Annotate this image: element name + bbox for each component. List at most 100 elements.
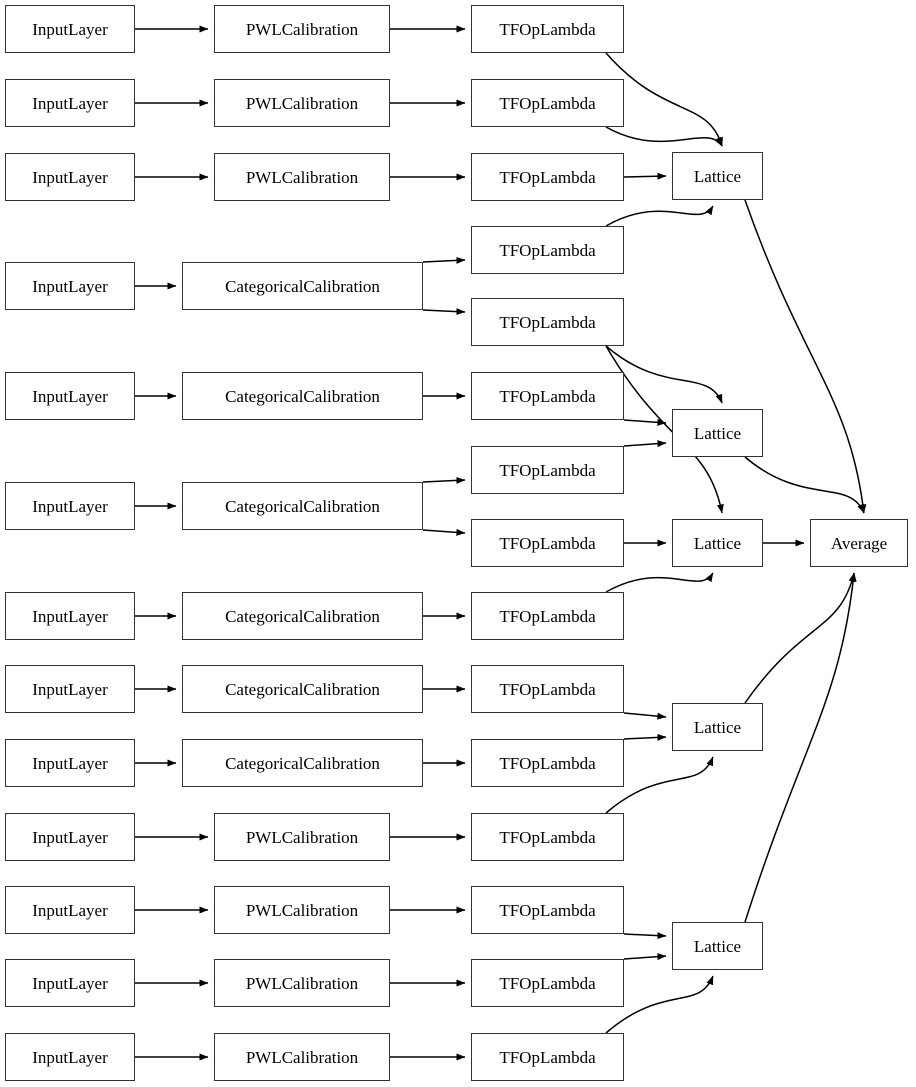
node-label: PWLCalibration <box>245 973 359 993</box>
node-cal5[interactable]: CategoricalCalibration <box>182 372 423 420</box>
node-cal4[interactable]: CategoricalCalibration <box>182 262 423 310</box>
node-label: Lattice <box>693 717 742 737</box>
node-in8[interactable]: InputLayer <box>5 665 135 713</box>
node-label: PWLCalibration <box>245 19 359 39</box>
node-label: Lattice <box>693 936 742 956</box>
node-label: TFOpLambda <box>499 679 596 699</box>
node-label: InputLayer <box>32 1047 108 1067</box>
node-in6[interactable]: InputLayer <box>5 482 135 530</box>
node-in12[interactable]: InputLayer <box>5 959 135 1007</box>
node-tf9[interactable]: TFOpLambda <box>471 592 624 640</box>
node-in13[interactable]: InputLayer <box>5 1033 135 1081</box>
edge <box>605 345 723 404</box>
node-label: InputLayer <box>32 93 108 113</box>
node-label: TFOpLambda <box>499 240 596 260</box>
node-label: PWLCalibration <box>245 900 359 920</box>
node-cal7[interactable]: CategoricalCalibration <box>182 592 423 640</box>
node-cal12[interactable]: PWLCalibration <box>214 959 390 1007</box>
edge <box>605 52 723 147</box>
node-cal1[interactable]: PWLCalibration <box>214 5 390 53</box>
node-tf2[interactable]: TFOpLambda <box>471 79 624 127</box>
node-label: PWLCalibration <box>245 93 359 113</box>
edge <box>605 572 714 593</box>
node-label: InputLayer <box>32 900 108 920</box>
edge <box>605 975 714 1034</box>
node-label: TFOpLambda <box>499 753 596 773</box>
node-label: PWLCalibration <box>245 827 359 847</box>
node-lat2[interactable]: Lattice <box>672 409 763 457</box>
node-tf7[interactable]: TFOpLambda <box>471 446 624 494</box>
node-in11[interactable]: InputLayer <box>5 886 135 934</box>
node-in9[interactable]: InputLayer <box>5 739 135 787</box>
node-tf11[interactable]: TFOpLambda <box>471 739 624 787</box>
node-cal9[interactable]: CategoricalCalibration <box>182 739 423 787</box>
edge <box>605 205 714 227</box>
node-tf14[interactable]: TFOpLambda <box>471 959 624 1007</box>
node-cal13[interactable]: PWLCalibration <box>214 1033 390 1081</box>
node-cal10[interactable]: PWLCalibration <box>214 813 390 861</box>
node-lat5[interactable]: Lattice <box>672 922 763 970</box>
edge <box>422 256 466 264</box>
node-label: InputLayer <box>32 19 108 39</box>
node-cal2[interactable]: PWLCalibration <box>214 79 390 127</box>
node-label: InputLayer <box>32 276 108 296</box>
node-tf1[interactable]: TFOpLambda <box>471 5 624 53</box>
node-label: InputLayer <box>32 827 108 847</box>
node-tf12[interactable]: TFOpLambda <box>471 813 624 861</box>
node-label: TFOpLambda <box>499 312 596 332</box>
node-in5[interactable]: InputLayer <box>5 372 135 420</box>
node-label: InputLayer <box>32 606 108 626</box>
node-tf8[interactable]: TFOpLambda <box>471 519 624 567</box>
node-label: TFOpLambda <box>499 606 596 626</box>
node-label: InputLayer <box>32 496 108 516</box>
node-cal8[interactable]: CategoricalCalibration <box>182 665 423 713</box>
node-in10[interactable]: InputLayer <box>5 813 135 861</box>
node-label: InputLayer <box>32 386 108 406</box>
node-label: TFOpLambda <box>499 973 596 993</box>
node-cal6[interactable]: CategoricalCalibration <box>182 482 423 530</box>
node-label: CategoricalCalibration <box>225 753 380 773</box>
node-lat1[interactable]: Lattice <box>672 152 763 200</box>
node-in4[interactable]: InputLayer <box>5 262 135 310</box>
node-label: TFOpLambda <box>499 460 596 480</box>
node-tf6[interactable]: TFOpLambda <box>471 372 624 420</box>
node-label: InputLayer <box>32 753 108 773</box>
edge <box>422 528 466 536</box>
edge <box>422 308 466 316</box>
node-label: CategoricalCalibration <box>225 386 380 406</box>
node-in2[interactable]: InputLayer <box>5 79 135 127</box>
edge <box>422 476 466 484</box>
node-tf3[interactable]: TFOpLambda <box>471 153 624 201</box>
node-label: CategoricalCalibration <box>225 679 380 699</box>
edge <box>605 756 714 814</box>
node-in3[interactable]: InputLayer <box>5 153 135 201</box>
node-label: TFOpLambda <box>499 386 596 406</box>
node-label: Lattice <box>693 533 742 553</box>
edge <box>623 172 667 180</box>
node-label: Average <box>830 533 888 553</box>
node-cal3[interactable]: PWLCalibration <box>214 153 390 201</box>
node-lat3[interactable]: Lattice <box>672 519 763 567</box>
node-tf5[interactable]: TFOpLambda <box>471 298 624 346</box>
node-in1[interactable]: InputLayer <box>5 5 135 53</box>
node-lat4[interactable]: Lattice <box>672 703 763 751</box>
node-in7[interactable]: InputLayer <box>5 592 135 640</box>
node-avg[interactable]: Average <box>810 519 908 567</box>
node-tf4[interactable]: TFOpLambda <box>471 226 624 274</box>
edge <box>623 418 667 426</box>
node-label: Lattice <box>693 423 742 443</box>
node-tf13[interactable]: TFOpLambda <box>471 886 624 934</box>
node-tf10[interactable]: TFOpLambda <box>471 665 624 713</box>
node-label: TFOpLambda <box>499 533 596 553</box>
edge <box>605 126 723 147</box>
node-label: PWLCalibration <box>245 167 359 187</box>
node-label: InputLayer <box>32 973 108 993</box>
node-cal11[interactable]: PWLCalibration <box>214 886 390 934</box>
edge <box>744 456 865 514</box>
edge <box>623 733 667 741</box>
edge <box>623 953 667 961</box>
node-label: PWLCalibration <box>245 1047 359 1067</box>
node-tf15[interactable]: TFOpLambda <box>471 1033 624 1081</box>
